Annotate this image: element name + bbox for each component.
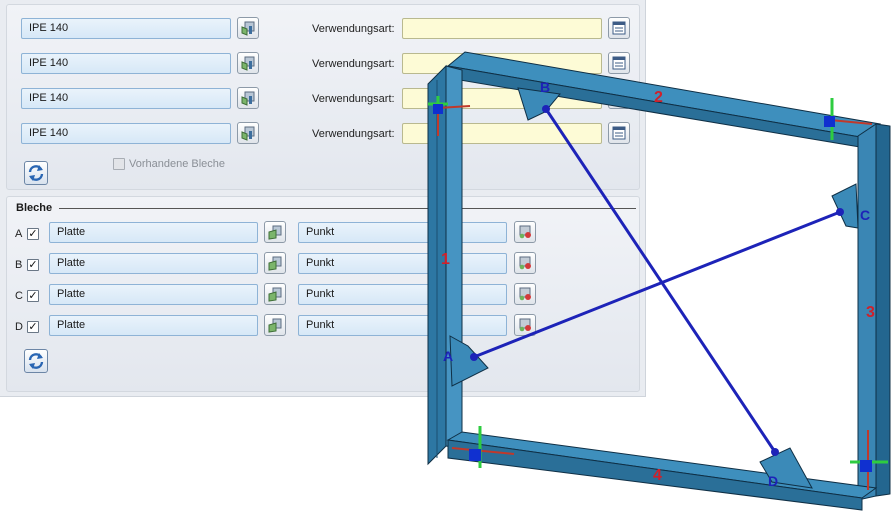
point-pick-button-a[interactable] (514, 221, 536, 243)
usage-label-1: Verwendungsart: (312, 23, 395, 35)
profile-catalog-icon (241, 126, 255, 141)
existing-sheets-label: Vorhandene Bleche (129, 158, 226, 170)
usage-label-4: Verwendungsart: (312, 128, 395, 140)
sheet-catalog-button-a[interactable] (264, 221, 286, 243)
profile-input-2[interactable]: IPE 140 (21, 53, 231, 74)
sheet-catalog-icon (268, 256, 282, 271)
corner-letter-c: C (860, 207, 870, 223)
beam-number-1: 1 (441, 251, 450, 268)
sheet-checkbox-c[interactable]: ✓ (27, 290, 39, 302)
profile-input-3[interactable]: IPE 140 (21, 88, 231, 109)
gusset-a (449, 335, 489, 387)
point-pick-icon (519, 225, 531, 239)
profile-catalog-icon (241, 56, 255, 71)
usage-catalog-button-1[interactable] (608, 17, 630, 39)
profile-catalog-button-1[interactable] (237, 17, 259, 39)
usage-catalog-button-2[interactable] (608, 52, 630, 74)
corner-letter-d: D (768, 473, 778, 489)
axis-marker-top-left (428, 96, 471, 136)
profile-catalog-icon (241, 21, 255, 36)
axis-marker-bottom-right (850, 430, 888, 490)
point-pick-button-c[interactable] (514, 283, 536, 305)
point-pick-button-d[interactable] (514, 314, 536, 336)
gusset-c (831, 183, 859, 229)
usage-input-1[interactable] (402, 18, 602, 39)
sheet-letter-c: C (15, 290, 23, 302)
brace-end-a (470, 353, 478, 361)
sheet-catalog-icon (268, 225, 282, 240)
brace-end-b (542, 105, 550, 113)
sheet-catalog-button-c[interactable] (264, 283, 286, 305)
catalog-list-icon (612, 126, 626, 140)
brace-b-d (544, 108, 777, 453)
bleche-title: Bleche (16, 202, 53, 214)
sheet-catalog-icon (268, 287, 282, 302)
profile-catalog-button-2[interactable] (237, 52, 259, 74)
beam-top (446, 51, 882, 149)
refresh-icon (28, 353, 44, 369)
existing-sheets-checkbox[interactable] (113, 158, 125, 170)
sheet-catalog-button-b[interactable] (264, 252, 286, 274)
beam-number-2: 2 (654, 89, 663, 106)
gusset-b (517, 87, 561, 121)
profile-catalog-icon (241, 91, 255, 106)
sheet-input-a[interactable]: Platte (49, 222, 258, 243)
catalog-list-icon (612, 21, 626, 35)
sheet-input-b[interactable]: Platte (49, 253, 258, 274)
bleche-group: Bleche A ✓ Platte Punkt B ✓ Platte Punkt… (6, 196, 640, 392)
profile-input-4[interactable]: IPE 140 (21, 123, 231, 144)
usage-label-3: Verwendungsart: (312, 93, 395, 105)
refresh-icon (28, 165, 44, 181)
axis-marker-top-right (824, 98, 873, 140)
bleche-divider (59, 208, 636, 209)
usage-catalog-button-4[interactable] (608, 122, 630, 144)
profile-input-1[interactable]: IPE 140 (21, 18, 231, 39)
sheet-letter-b: B (15, 259, 23, 271)
beam-number-3: 3 (866, 304, 875, 321)
column-right (857, 123, 891, 501)
sheet-checkbox-a[interactable]: ✓ (27, 228, 39, 240)
brace-a-c (473, 210, 841, 359)
brace-end-c (836, 208, 844, 216)
point-pick-button-b[interactable] (514, 252, 536, 274)
profile-catalog-button-4[interactable] (237, 122, 259, 144)
sheet-letter-d: D (15, 321, 23, 333)
profile-catalog-button-3[interactable] (237, 87, 259, 109)
point-pick-icon (519, 318, 531, 332)
corner-letter-b: B (540, 79, 550, 95)
corner-letter-a: A (443, 348, 453, 364)
sheet-catalog-button-d[interactable] (264, 314, 286, 336)
sheet-input-c[interactable]: Platte (49, 284, 258, 305)
brace-end-d (771, 448, 779, 456)
refresh-button[interactable] (24, 161, 48, 185)
point-pick-icon (519, 287, 531, 301)
beam-number-4: 4 (653, 467, 662, 484)
frame-viewport: 1 2 3 4 A B C D (427, 51, 891, 511)
axis-marker-bottom-left (451, 426, 515, 468)
sheet-checkbox-d[interactable]: ✓ (27, 321, 39, 333)
catalog-list-icon (612, 56, 626, 70)
sheet-input-d[interactable]: Platte (49, 315, 258, 336)
usage-label-2: Verwendungsart: (312, 58, 395, 70)
sheet-letter-a: A (15, 228, 23, 240)
beam-bottom (446, 431, 878, 511)
gusset-d (759, 447, 813, 489)
sheet-catalog-icon (268, 318, 282, 333)
sheet-checkbox-b[interactable]: ✓ (27, 259, 39, 271)
bleche-refresh-button[interactable] (24, 349, 48, 373)
point-pick-icon (519, 256, 531, 270)
